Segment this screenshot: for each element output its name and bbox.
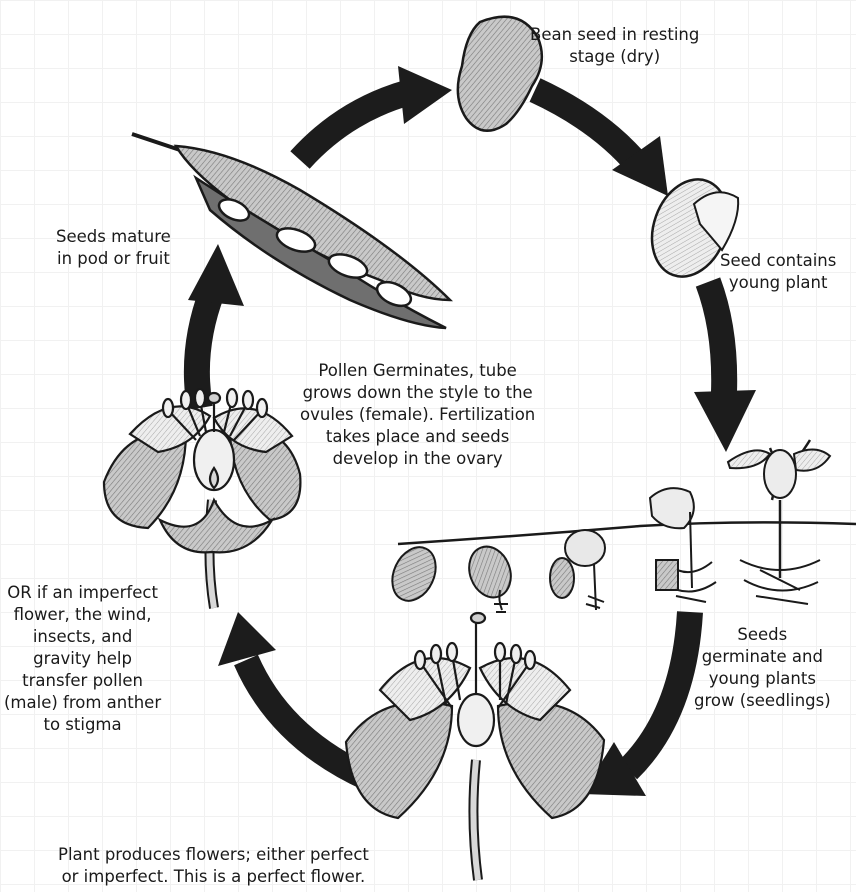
cycle-arrow-icon bbox=[188, 244, 244, 306]
label-bean-seed: Bean seed in resting stage (dry) bbox=[530, 24, 699, 68]
cycle-arrow-icon bbox=[628, 612, 690, 770]
label-pollen-germinates: Pollen Germinates, tube grows down the s… bbox=[300, 360, 535, 470]
cycle-arrow-icon bbox=[535, 90, 638, 165]
bean-pod-icon bbox=[132, 134, 450, 328]
label-seeds-mature: Seeds mature in pod or fruit bbox=[56, 226, 171, 270]
label-seeds-germinate: Seeds germinate and young plants grow (s… bbox=[694, 624, 831, 712]
cycle-arrow-icon bbox=[218, 612, 276, 666]
cycle-arrow-icon bbox=[708, 282, 724, 392]
cycle-arrow-icon bbox=[398, 66, 452, 124]
label-plant-produces: Plant produces flowers; either perfect o… bbox=[58, 844, 369, 888]
cycle-arrow-icon bbox=[694, 390, 756, 452]
flower-with-stigma-icon bbox=[104, 389, 300, 608]
label-seed-contains: Seed contains young plant bbox=[720, 250, 836, 294]
cycle-arrow-icon bbox=[300, 92, 410, 160]
label-imperfect-flower: OR if an imperfect flower, the wind, ins… bbox=[4, 582, 161, 736]
flower-icon bbox=[346, 613, 604, 880]
